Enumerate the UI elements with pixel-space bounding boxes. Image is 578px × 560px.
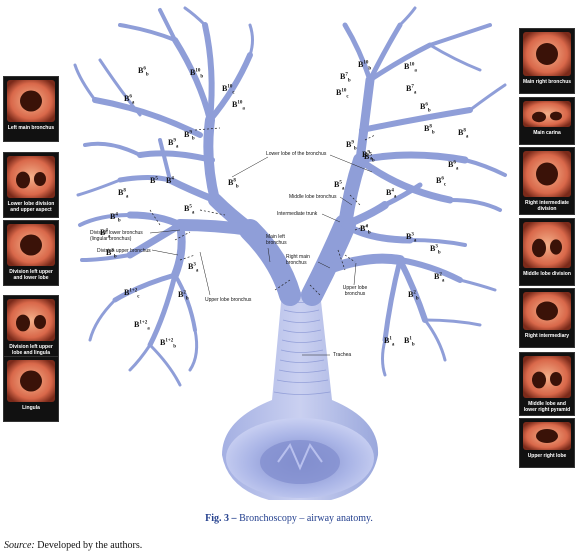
- bronchoscopy-image: Left main bronchus: [3, 76, 59, 142]
- label-intermediate-trunk: Intermediate trunk: [277, 211, 318, 217]
- bronchoscopy-image: Division left upper and lower lobe: [3, 220, 59, 286]
- segment-label: B1a: [384, 336, 395, 348]
- endoscopic-view: [7, 156, 55, 198]
- image-caption: Middle lobe division: [523, 271, 571, 277]
- label-upper-lobe-right: Upper lobe bronchus: [342, 285, 368, 297]
- segment-label: B5a: [184, 204, 195, 216]
- bronchoscopy-image: Middle lobe and lower right pyramid: [519, 352, 575, 416]
- endoscopic-view: [523, 151, 571, 197]
- segment-label: B7a: [406, 84, 417, 96]
- airway-diagram: [73, 6, 507, 500]
- endoscopic-view: [523, 32, 571, 76]
- segment-label: B9a: [168, 138, 179, 150]
- bronchoscopy-image: Right intermediate division: [519, 147, 575, 215]
- label-middle-lobe: Middle lobe bronchus: [289, 194, 337, 200]
- bronchoscopy-image: Main carina: [519, 97, 575, 145]
- bronchoscopy-image: Upper right lobe: [519, 418, 575, 468]
- image-caption: Right intermediary: [524, 333, 570, 339]
- segment-label: B5b: [364, 152, 375, 164]
- image-caption: Main right bronchus: [522, 79, 572, 85]
- segment-label: B8a: [458, 128, 469, 140]
- segment-label: B3b: [430, 244, 441, 256]
- segment-label: B10a: [404, 62, 417, 74]
- segment-label: B5a: [334, 180, 345, 192]
- figure-number: Fig. 3 –: [205, 513, 237, 524]
- endoscopic-view: [7, 80, 55, 122]
- image-caption: Left main bronchus: [7, 125, 55, 131]
- segment-label: B6a: [124, 94, 135, 106]
- source-text: Developed by the authors.: [37, 540, 143, 551]
- segment-label: B4: [166, 176, 174, 185]
- endoscopic-view: [523, 222, 571, 268]
- segment-label: B6b: [420, 102, 431, 114]
- image-caption: Lingula: [22, 405, 40, 411]
- endoscopic-view: [7, 299, 55, 341]
- segment-label: B3a: [188, 262, 199, 274]
- image-caption: Middle lobe and lower right pyramid: [523, 401, 571, 413]
- segment-label: B4b: [110, 212, 121, 224]
- bronchial-tree: [73, 6, 507, 387]
- endoscopic-view: [523, 292, 571, 330]
- segment-label: B9b: [184, 130, 195, 142]
- label-trachea: Trachea: [333, 352, 352, 358]
- image-caption: Right intermediate division: [525, 200, 569, 212]
- trachea: [222, 292, 379, 500]
- segment-dividers: [149, 127, 376, 296]
- label-division-upper: Division upper bronchus: [97, 248, 151, 254]
- segment-label: B2a: [434, 272, 445, 284]
- segment-label: B8b: [424, 124, 435, 136]
- segment-label: B4a: [100, 228, 111, 240]
- segment-label: B6a: [448, 160, 459, 172]
- endoscopic-view: [7, 360, 55, 402]
- segment-label: B3a: [406, 232, 417, 244]
- image-caption: Division left upper lobe and lingula: [9, 344, 53, 356]
- segment-label: B6c: [436, 176, 447, 188]
- segment-label: B8a: [118, 188, 129, 200]
- image-caption: Main carina: [533, 130, 561, 136]
- segment-label: B3b: [106, 248, 117, 260]
- segment-label: B5: [150, 176, 158, 185]
- image-caption: Lower lobe division and upper aspect: [7, 201, 55, 213]
- segment-label: B10a: [232, 100, 245, 112]
- segment-label: B4b: [360, 224, 371, 236]
- image-caption: Division left upper and lower lobe: [9, 269, 53, 281]
- bronchoscopy-image: Lingula: [3, 356, 59, 422]
- endoscopic-view: [523, 422, 571, 450]
- bronchoscopy-image: Main right bronchus: [519, 28, 575, 94]
- leader-lines: [149, 154, 373, 356]
- segment-label: B2b: [408, 290, 419, 302]
- segment-label: B8b: [228, 178, 239, 190]
- segment-label: B10b: [190, 68, 204, 80]
- segment-label: B6b: [138, 66, 149, 78]
- endoscopic-view: [7, 224, 55, 266]
- image-caption: Upper right lobe: [527, 453, 567, 459]
- label-main-left: Main left bronchus: [266, 234, 287, 246]
- segment-label: B1+2a: [134, 320, 150, 332]
- endoscopic-view: [523, 101, 571, 127]
- segment-label: B4a: [386, 188, 397, 200]
- segment-label: B2b: [178, 290, 189, 302]
- segment-label: B9b: [346, 140, 357, 152]
- segment-label: B10c: [336, 88, 349, 100]
- segment-label: B1b: [404, 336, 415, 348]
- figure-title: Bronchoscopy – airway anatomy.: [239, 513, 373, 524]
- figure-caption: Fig. 3 – Bronchoscopy – airway anatomy.: [0, 513, 578, 524]
- figure-source: Source: Developed by the authors.: [4, 540, 142, 551]
- segment-label: B10c: [222, 84, 235, 96]
- endoscopic-view: [523, 356, 571, 398]
- label-lower-lobe: Lower lobe of the bronchus: [266, 151, 327, 157]
- label-right-main: Right main bronchus: [286, 254, 310, 266]
- segment-label: B10b: [358, 60, 372, 72]
- label-upper-lobe-left: Upper lobe bronchus: [205, 297, 252, 303]
- segment-label: B9a: [362, 150, 373, 162]
- label-division-lower: Division lower bronchus (lingular bronch…: [90, 230, 143, 242]
- segment-label: B1+2c: [124, 288, 140, 300]
- source-label: Source:: [4, 540, 35, 551]
- segment-label: B1+2b: [160, 338, 176, 350]
- bronchoscopy-image: Lower lobe division and upper aspect: [3, 152, 59, 218]
- bronchoscopy-image: Right intermediary: [519, 288, 575, 348]
- segment-label: B7b: [340, 72, 351, 84]
- bronchoscopy-image: Middle lobe division: [519, 218, 575, 286]
- bronchoscopy-image: Division left upper lobe and lingula: [3, 295, 59, 361]
